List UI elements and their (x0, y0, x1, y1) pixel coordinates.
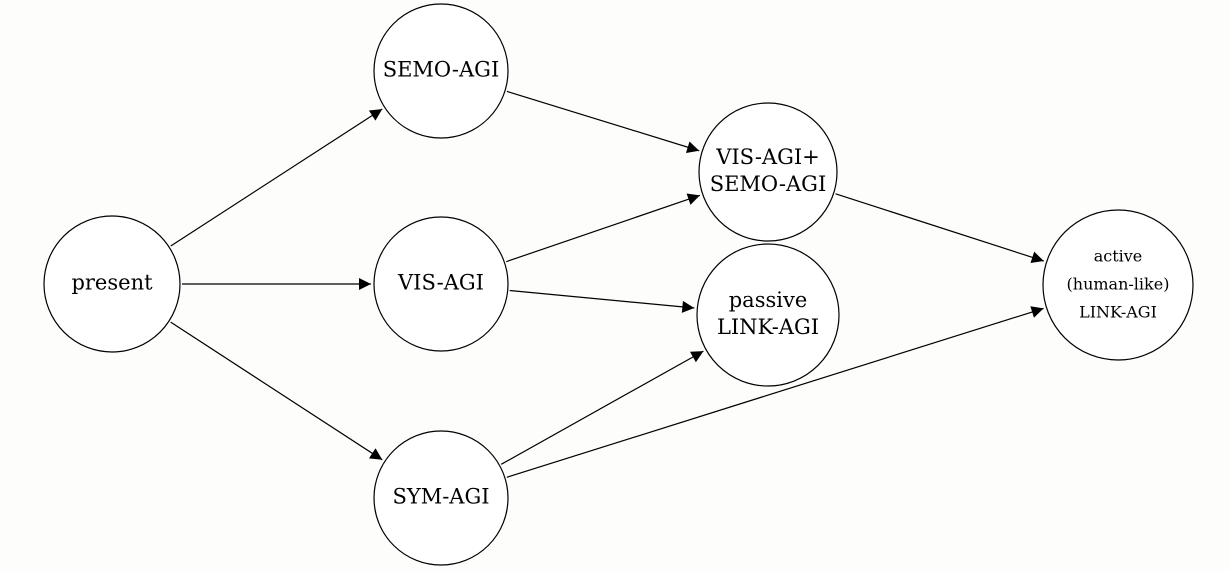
node-active-link-agi: active (human-like) LINK-AGI (1042, 209, 1194, 361)
node-label-present-line-1: present (71, 271, 153, 295)
edge-sym-agi-to-active-link-agi (506, 306, 1044, 478)
edges (170, 90, 1044, 478)
edge-vis-agi-to-passive-link-agi (509, 289, 695, 313)
edge-vis-agi-to-vis-semo-agi (506, 193, 701, 263)
node-label-passive-link-agi-line-2: LINK-AGI (717, 315, 819, 339)
node-present: present (43, 215, 181, 353)
node-vis-semo-agi: VIS-AGI+ SEMO-AGI (698, 102, 838, 242)
node-label-active-link-agi-line-2: (human-like) (1067, 275, 1170, 294)
node-label-active-link-agi-line-3: LINK-AGI (1079, 303, 1157, 322)
node-circle-passive-link-agi (696, 243, 840, 387)
node-label-passive-link-agi-line-1: passive (729, 288, 808, 312)
edge-present-to-semo-agi (170, 108, 383, 247)
node-label-vis-semo-agi-line-1: VIS-AGI+ (715, 145, 820, 169)
nodes: present SEMO-AGI VIS-AGI SYM-AGI VIS-AGI+ SEM… (43, 3, 1194, 566)
node-circle-vis-agi (373, 216, 509, 352)
node-semo-agi: SEMO-AGI (373, 3, 509, 139)
node-circle-sym-agi (373, 430, 509, 566)
node-label-semo-agi-line-1: SEMO-AGI (383, 58, 500, 82)
edge-present-to-sym-agi (170, 321, 383, 461)
edge-semo-agi-to-vis-semo-agi (506, 90, 700, 153)
node-vis-agi: VIS-AGI (373, 216, 509, 352)
node-circle-vis-semo-agi (698, 102, 838, 242)
edge-sym-agi-to-passive-link-agi (500, 350, 704, 465)
node-circle-present (43, 215, 181, 353)
edge-vis-semo-agi-to-active-link-agi (835, 193, 1044, 264)
node-circle-active-link-agi (1042, 209, 1194, 361)
node-label-active-link-agi-line-1: active (1094, 247, 1143, 266)
node-circle-semo-agi (373, 3, 509, 139)
node-label-vis-semo-agi-line-2: SEMO-AGI (710, 172, 827, 196)
node-sym-agi: SYM-AGI (373, 430, 509, 566)
node-label-sym-agi-line-1: SYM-AGI (392, 485, 489, 509)
node-label-vis-agi-line-1: VIS-AGI (397, 271, 484, 295)
